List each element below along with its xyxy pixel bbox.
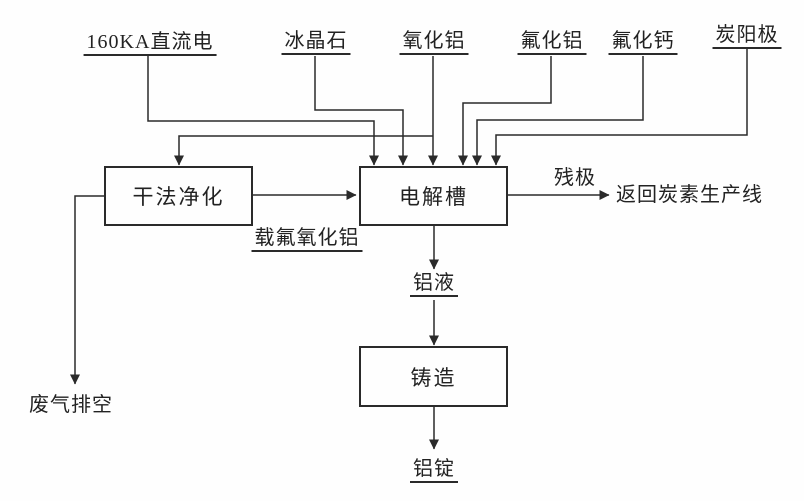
output-label-return-to-carbon-line: 返回炭素生产线 [616, 184, 763, 206]
connector-alumina-to-dry-purification [174, 135, 433, 166]
input-label-160ka-dc-power: 160KA直流电 [83, 31, 217, 56]
process-box-dry-purification: 干法净化 [104, 166, 253, 226]
connector-cryolite-to-cell [314, 56, 408, 166]
input-label-cryolite: 冰晶石 [281, 30, 351, 55]
input-label-alumina: 氧化铝 [399, 30, 469, 55]
connector-carbon-anode-to-cell [491, 49, 748, 166]
flow-label-molten-aluminum: 铝液 [410, 272, 458, 297]
electrolysis-cell-label: 电解槽 [399, 185, 468, 209]
input-label-aluminum-fluoride: 氟化铝 [517, 30, 587, 55]
casting-label: 铸造 [410, 365, 457, 390]
connector-dry-purification-to-waste-gas [70, 195, 104, 385]
input-label-calcium-fluoride: 氟化钙 [608, 30, 678, 55]
dry-purification-label: 干法净化 [132, 185, 225, 209]
process-box-casting: 铸造 [359, 346, 508, 407]
connector-calcium-fluoride-to-cell [472, 56, 644, 166]
input-label-carbon-anode: 炭阳极 [712, 24, 782, 49]
flow-label-fluorinated-alumina: 载氟氧化铝 [251, 227, 363, 252]
output-label-waste-gas-exhaust: 废气排空 [29, 394, 113, 416]
output-label-aluminum-ingot: 铝锭 [410, 458, 458, 483]
process-box-electrolysis-cell: 电解槽 [359, 166, 508, 226]
connector-dc-power-to-cell [147, 56, 379, 166]
flow-label-spent-anode: 残极 [554, 167, 596, 189]
connector-aluminum-fluoride-to-cell [458, 56, 552, 166]
